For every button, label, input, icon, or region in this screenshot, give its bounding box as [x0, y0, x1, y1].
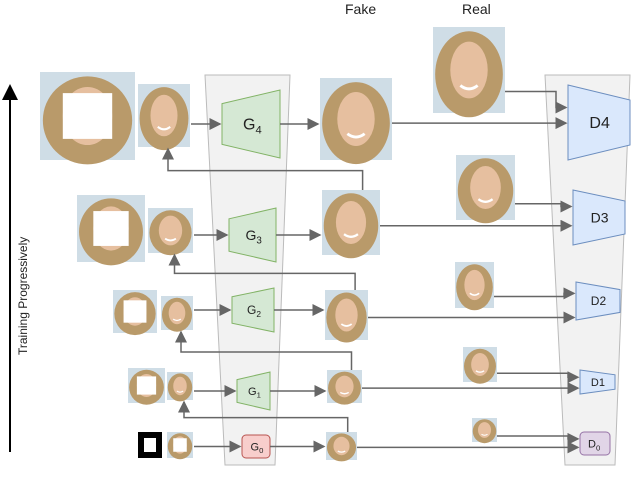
- generator-G3: G3: [228, 207, 277, 263]
- y2-image: [148, 208, 193, 256]
- discriminator-D1: D1: [579, 369, 616, 395]
- feedback-arrow-x3-to-y3: [162, 147, 364, 190]
- real-x3-image: [456, 155, 515, 224]
- feedback-arrow-x2-to-y2: [168, 253, 356, 290]
- real-x1-image: [463, 347, 497, 384]
- input-z0-image: [167, 432, 193, 460]
- generator-column: [204, 74, 291, 466]
- real-x4-image: [433, 27, 505, 118]
- arrow-real-x3-to-D: [515, 200, 573, 213]
- mask-hole: [62, 93, 113, 139]
- input-z1-image: [128, 368, 165, 405]
- generator-G1: G1: [236, 371, 271, 411]
- fake-x3-image: [322, 190, 380, 259]
- input-z4-image: [40, 72, 135, 165]
- discriminator-D3-label: D3: [591, 209, 609, 225]
- arrow-real-x2-to-D: [494, 287, 576, 300]
- mask-hole: [136, 376, 157, 395]
- y3-image: [138, 84, 190, 151]
- y1-image: [161, 296, 193, 332]
- generator-G2-label: G2: [247, 303, 261, 319]
- discriminator-D2-label: D2: [591, 294, 607, 308]
- mask-hole: [123, 300, 147, 323]
- y0-image: [167, 372, 193, 402]
- generator-G0: G0: [241, 434, 271, 459]
- discriminator-D4-label: D4: [589, 115, 610, 132]
- arrow-real-x0-to-D: [497, 432, 580, 445]
- feedback-arrow-x1-to-y1: [175, 330, 353, 370]
- generator-G3-label: G3: [246, 227, 263, 247]
- real-x2-image: [455, 262, 494, 311]
- generator-G0-label: G0: [251, 441, 264, 455]
- fake-x4-image: [320, 78, 392, 165]
- fake-x0-image: [326, 432, 357, 462]
- discriminator-D0: D0: [579, 431, 611, 456]
- fake-x1-image: [327, 370, 362, 405]
- fake-header: Fake: [345, 1, 376, 17]
- fake-x2-image: [325, 290, 368, 343]
- feedback-arrow-x0-to-y0: [178, 400, 349, 432]
- discriminator-D2: D2: [575, 281, 621, 321]
- discriminator-D4: D4: [567, 84, 631, 161]
- mask-m0-image: [138, 432, 162, 458]
- discriminator-D0-label: D0: [588, 439, 600, 453]
- arrow-real-x4-to-D: [505, 90, 568, 114]
- discriminator-D3: D3: [572, 189, 626, 246]
- training-progress-label: Training Progressively: [16, 237, 30, 355]
- input-z3-image: [77, 195, 145, 266]
- generator-G4: G4: [221, 89, 281, 159]
- real-x0-image: [472, 418, 497, 444]
- generator-G4-label: G4: [243, 117, 262, 137]
- arrow-real-x1-to-D: [497, 371, 580, 384]
- mask-hole: [173, 438, 187, 452]
- generator-G2: G2: [231, 287, 275, 333]
- generator-G1-label: G1: [248, 386, 261, 400]
- discriminator-D1-label: D1: [591, 377, 605, 389]
- discriminator-column: [544, 74, 631, 466]
- mask-hole: [93, 211, 129, 246]
- input-z2-image: [113, 290, 157, 336]
- real-header: Real: [462, 1, 491, 17]
